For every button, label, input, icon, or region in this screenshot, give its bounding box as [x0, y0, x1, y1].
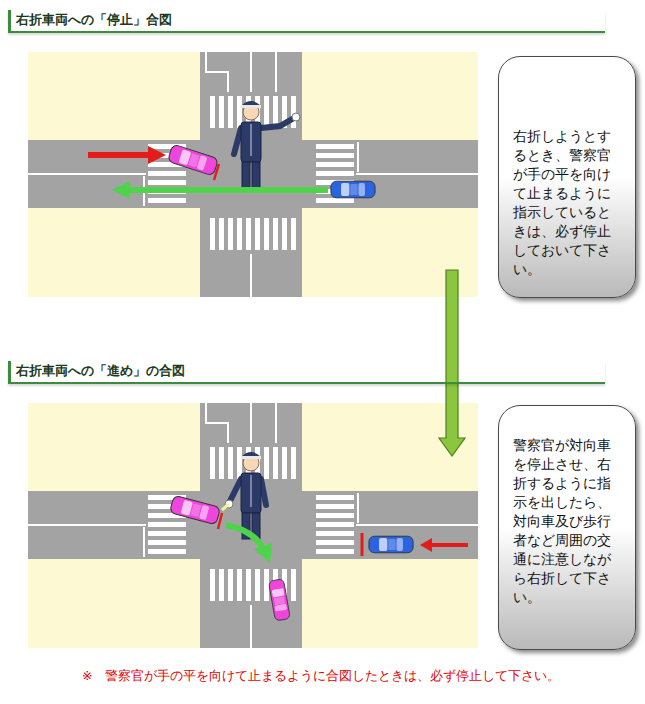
footnote: ※ 警察官が手の平を向けて止まるように合図したときは、必ず停止して下さい。	[82, 668, 560, 684]
intersection-go	[28, 403, 478, 655]
police-officer	[261, 118, 294, 128]
oncoming-car	[361, 533, 364, 556]
right-turn-car	[88, 144, 219, 180]
oncoming-car	[420, 538, 432, 552]
oncoming-car	[430, 543, 468, 547]
right-turn-car	[218, 513, 222, 529]
flow-arrow	[438, 268, 468, 460]
right-turn-car	[88, 152, 150, 158]
right-turn-car	[268, 579, 290, 621]
oncoming-car	[128, 187, 328, 193]
police-officer	[234, 101, 300, 188]
section-heading: 右折車両への「停止」合図	[8, 10, 605, 33]
oncoming-car	[331, 181, 375, 198]
instruction-text: 警察官が対向車を停止させ、右折するように指示を出したら、対向車及び歩行者など周囲…	[513, 436, 622, 607]
right-turn-car	[226, 525, 264, 551]
police-officer	[292, 113, 300, 121]
police-officer	[222, 504, 229, 510]
instruction-box: 警察官が対向車を停止させ、右折するように指示を出したら、対向車及び歩行者など周囲…	[498, 405, 636, 650]
intersection-stop	[28, 52, 478, 297]
police-officer	[241, 452, 261, 539]
oncoming-car	[112, 181, 375, 199]
intersection-go	[28, 403, 478, 648]
oncoming-car	[362, 533, 468, 556]
police-officer	[234, 128, 241, 154]
right-turn-car	[169, 495, 290, 621]
police-officer	[241, 101, 261, 188]
right-turn-car	[214, 164, 219, 180]
police-officer	[261, 479, 266, 505]
section-heading: 右折車両への「進め」の合図	[8, 361, 605, 384]
right-turn-car	[169, 495, 220, 525]
flow-arrow	[439, 270, 465, 456]
intersection-stop	[28, 52, 478, 297]
oncoming-car	[112, 181, 130, 199]
right-turn-car	[254, 543, 272, 563]
instruction-box: 右折しようとするとき、警察官が手の平を向けて止まるように指示しているときは、必ず…	[498, 56, 636, 298]
police-officer	[230, 479, 241, 501]
right-turn-car	[148, 146, 166, 164]
oncoming-car	[369, 536, 413, 553]
right-turn-car	[167, 144, 218, 176]
instruction-text: 右折しようとするとき、警察官が手の平を向けて止まるように指示しているときは、必ず…	[513, 127, 622, 279]
